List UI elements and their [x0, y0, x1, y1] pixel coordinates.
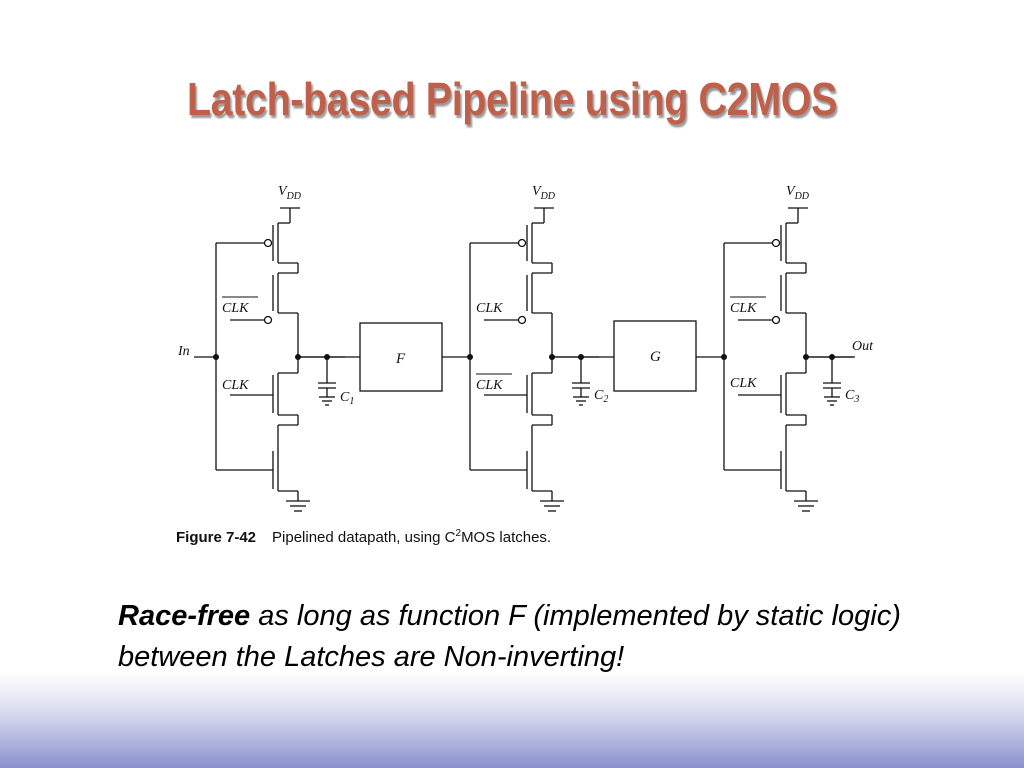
logic-box-f — [359, 322, 443, 392]
clk-bar-label-1: CLK — [222, 301, 249, 316]
body-rest: as long as function F (implemented by st… — [118, 600, 901, 673]
logic-g-label: G — [650, 349, 661, 365]
vdd-label-3: VDD — [786, 184, 810, 202]
caption-text-b: MOS latches. — [461, 529, 552, 546]
clk-label-2: CLK — [476, 301, 503, 316]
clk-bar-overlines — [222, 296, 766, 375]
c2-label: C2 — [594, 388, 608, 405]
figure-number: Figure 7-42 — [176, 529, 257, 546]
clk-bar-label-3: CLK — [730, 301, 757, 316]
vdd-label-2: VDD — [532, 184, 556, 202]
logic-f-label: F — [395, 351, 406, 367]
slide-title: Latch-based Pipeline using C2MOS — [186, 73, 838, 125]
capacitor-c2 — [571, 356, 591, 406]
caption-superscript: 2 — [455, 528, 462, 539]
clk-label-3: CLK — [730, 376, 757, 391]
clk-bar-label-2: CLK — [476, 378, 503, 393]
c3-label: C3 — [845, 388, 859, 405]
vdd-label-1: VDD — [278, 184, 302, 202]
caption-text-a: Pipelined datapath, using C — [272, 529, 456, 546]
output-label: Out — [852, 339, 874, 354]
logic-box-g — [613, 320, 697, 392]
c1-label: C1 — [340, 390, 354, 407]
body-text: Race-free as long as function F (impleme… — [118, 596, 978, 678]
body-strong: Race-free — [118, 600, 251, 632]
capacitor-c3 — [822, 356, 842, 406]
clk-label-1: CLK — [222, 378, 249, 393]
input-label: In — [177, 344, 190, 359]
figure-caption: Figure 7-42 Pipelined datapath, using C2M… — [176, 528, 551, 546]
capacitor-c1 — [317, 356, 337, 406]
interconnect-wires — [194, 320, 855, 392]
c2mos-pipeline-schematic: VDD VDD VDD In Out CLK CLK CLK CLK CLK C… — [177, 184, 874, 512]
circuit-figure: VDD VDD VDD In Out CLK CLK CLK CLK CLK C… — [170, 175, 890, 565]
